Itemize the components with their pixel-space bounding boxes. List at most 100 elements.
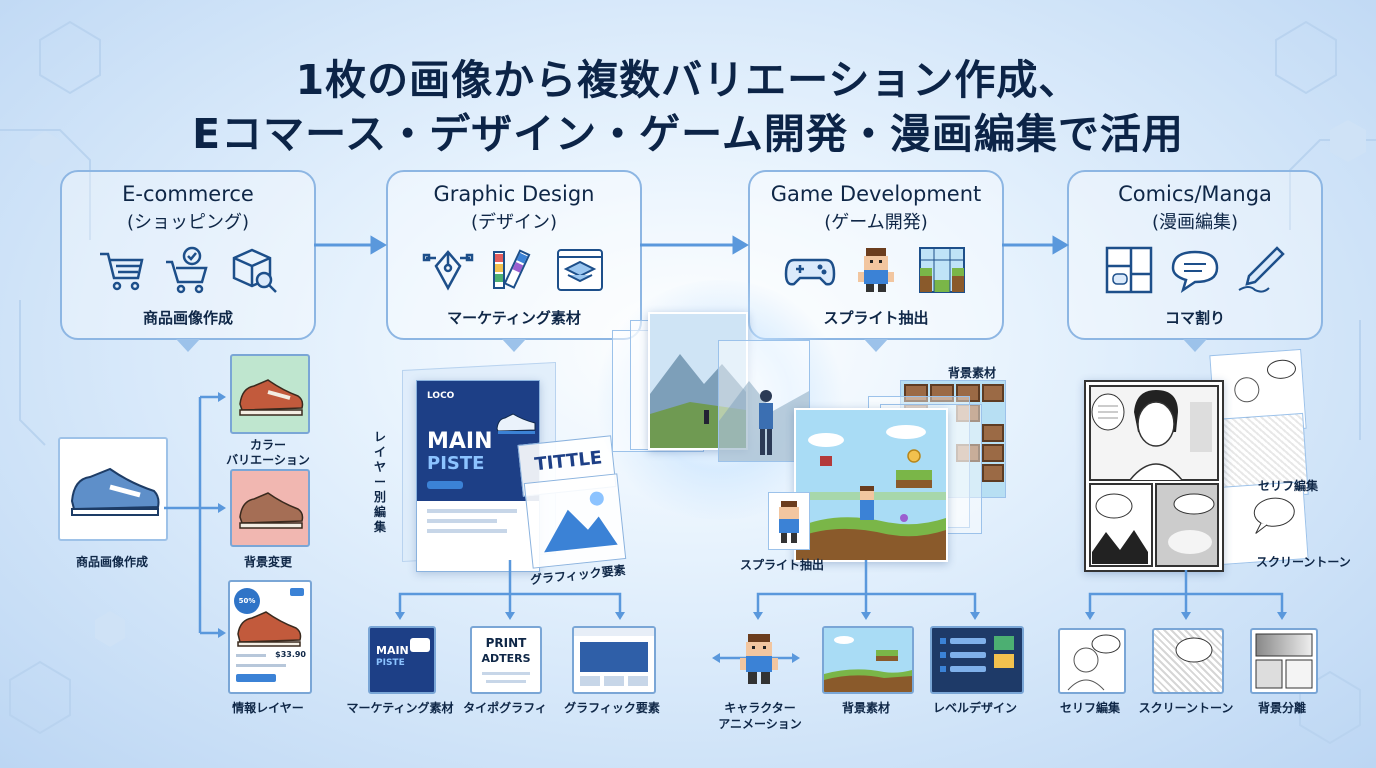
source-product-image [58, 437, 168, 541]
manga-label-screentone: スクリーントーン [1256, 555, 1351, 569]
category-caption: 商品画像作成 [142, 309, 233, 327]
typo-line [482, 672, 530, 675]
main-title-line2: Eコマース・デザイン・ゲーム開発・漫画編集で活用 [192, 110, 1184, 158]
pixel-character-icon [740, 634, 778, 684]
output-label-graphic: グラフィック要素 [564, 701, 660, 715]
source-label: 商品画像作成 [75, 555, 148, 569]
thumb-sneaker-graphic [410, 638, 430, 652]
sneaker-icon [496, 413, 536, 434]
graphic-layer [523, 473, 627, 569]
poster-text-line [427, 519, 497, 523]
output-typography-thumb: PRINT ADTERS [470, 626, 542, 694]
comic-panels-icon [1105, 246, 1153, 294]
variant-label-background: 背景変更 [243, 555, 292, 569]
variant-info-layer-thumb: 50% OFF $33.90 [228, 580, 312, 694]
category-subtitle: (デザイン) [470, 212, 558, 233]
thumb-sub-text: PISTE [376, 658, 405, 668]
main-title-line1: 1枚の画像から複数バリエーション作成、 [295, 56, 1081, 104]
poster-text-line [427, 529, 507, 533]
output-label-screentone: スクリーントーン [1138, 701, 1234, 715]
pen-tool-icon [422, 250, 474, 291]
info-line [236, 664, 286, 667]
output-label-background: 背景素材 [841, 701, 890, 715]
output-label-marketing: マーケティング素材 [346, 701, 454, 715]
speech-bubble-icon [1253, 497, 1295, 534]
person-figure-icon [759, 390, 773, 455]
variant-label-variation: バリエーション [226, 453, 310, 467]
cart-check-icon [166, 246, 208, 294]
category-caption: コマ割り [1164, 309, 1225, 327]
poster-main-text: MAIN [427, 429, 493, 454]
package-search-icon [232, 248, 277, 293]
output-label-animation: アニメーション [718, 717, 802, 731]
pixel-character-icon [779, 501, 799, 543]
output-bg-separation-thumb [1250, 628, 1318, 694]
category-caption: スプライト抽出 [823, 309, 929, 327]
speech-bubble-icon [1175, 637, 1213, 663]
info-line [236, 654, 266, 657]
down-arrow-icon [176, 339, 200, 352]
output-graphic-thumb [572, 626, 656, 694]
variant-label-info-layer: 情報レイヤー [232, 701, 304, 715]
output-character-thumb [728, 632, 790, 688]
typo-line-2: ADTERS [481, 652, 531, 665]
sneaker-icon [237, 611, 302, 647]
background-asset-label: 背景素材 [948, 366, 997, 380]
sneaker-icon [239, 492, 304, 529]
variant-label-color: カラー [249, 438, 286, 452]
category-comics-manga: Comics/Manga (漫画編集) コマ割り [1067, 170, 1323, 352]
extracted-sprite-card [768, 492, 810, 550]
output-dialogue-thumb [1058, 628, 1126, 694]
gamepad-icon [784, 258, 836, 286]
browser-bar [574, 628, 654, 636]
output-screentone-thumb [1152, 628, 1224, 694]
game-scene-image [794, 408, 948, 562]
sprite-extract-label: スプライト抽出 [740, 558, 825, 572]
category-subtitle: (ショッピング) [126, 212, 250, 233]
card-graphic [580, 676, 600, 686]
layers-icon [557, 249, 603, 291]
output-label-bg-separation: 背景分離 [1257, 701, 1306, 715]
poster-logo: LOCO [427, 391, 455, 401]
speech-bubble-icon [1171, 250, 1219, 293]
down-arrow-icon [864, 339, 888, 352]
mountain-graphic-icon [544, 491, 618, 553]
category-caption: マーケティング素材 [447, 309, 581, 327]
poster-layer: LOCO MAIN PISTE [416, 380, 540, 572]
card-graphic [628, 676, 648, 686]
platformer-scene-graphic [824, 628, 912, 692]
manga-page-graphic [1089, 385, 1219, 567]
sneaker-icon [70, 467, 160, 516]
layer-edit-vertical-label: レイヤー別編集 [373, 430, 386, 534]
output-label-dialogue: セリフ編集 [1059, 701, 1120, 715]
category-title: E-commerce [122, 182, 254, 206]
down-arrow-icon [1183, 339, 1207, 352]
output-label-typography: タイポグラフィ [463, 701, 547, 715]
shopping-cart-icon [100, 252, 144, 291]
manga-character-sketch [1067, 634, 1121, 691]
down-arrow-icon [502, 339, 526, 352]
manga-speech-layer [1217, 481, 1309, 565]
category-title: Comics/Manga [1118, 182, 1272, 206]
sneaker-icon [239, 379, 304, 416]
level-editor-graphic [940, 636, 1014, 672]
card-graphic [604, 676, 624, 686]
poster-sub-text: PISTE [427, 453, 485, 474]
output-marketing-thumb: MAIN PISTE [368, 626, 436, 694]
output-level-design-thumb [930, 626, 1024, 694]
platformer-scene-graphic [796, 410, 946, 560]
typo-line [486, 680, 526, 683]
category-ecommerce: E-commerce (ショッピング) 商品画像作成 [60, 170, 316, 352]
category-subtitle: (漫画編集) [1151, 212, 1239, 233]
thumb-main-text: MAIN [376, 644, 409, 657]
category-graphic-design: Graphic Design (デザイン) マーケティング素材 [386, 170, 642, 352]
manga-label-dialogue: セリフ編集 [1258, 479, 1319, 493]
pen-icon [1238, 246, 1285, 293]
pixel-character-icon [858, 248, 894, 292]
tile-map-icon [919, 247, 965, 293]
